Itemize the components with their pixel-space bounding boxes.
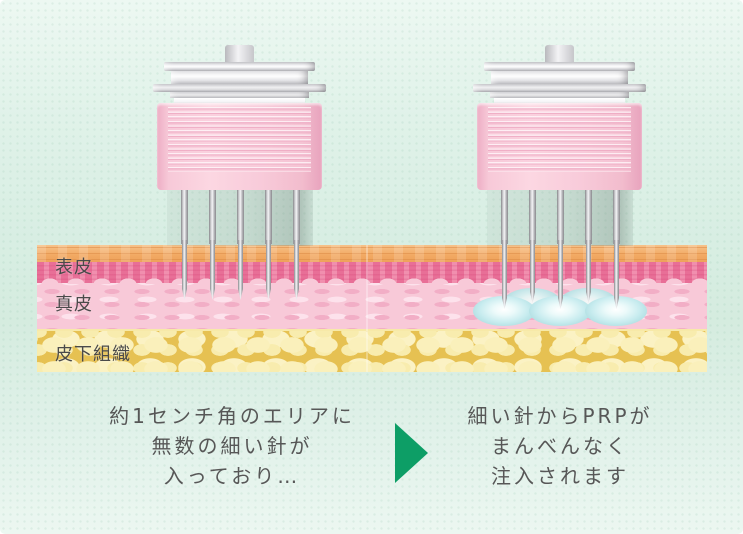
needle-tip [614, 240, 619, 309]
needle-shaft [209, 190, 216, 244]
device-top-knob [545, 45, 574, 64]
device-cap-disc [164, 62, 315, 71]
caption-left-line-1: 約1センチ角のエリアに [109, 404, 355, 428]
caption-left: 約1センチ角のエリアに 無数の細い針が 入っており… [82, 401, 382, 491]
needle-tip [182, 240, 187, 300]
device-flange [473, 84, 646, 92]
device-ring [490, 92, 629, 98]
needle-shaft [529, 190, 536, 244]
needle-shaft [181, 190, 188, 244]
needle-shaft [237, 190, 244, 244]
caption-right-line-3: 注入されます [491, 464, 629, 488]
device-neck [174, 98, 305, 104]
needle-tip [530, 240, 535, 303]
device-cartridge-body [477, 103, 642, 190]
device-flange [153, 84, 326, 92]
cartridge-ribs [488, 107, 631, 172]
needle-tip [294, 240, 299, 300]
needle-shaft [265, 190, 272, 244]
device-cap-disc [484, 62, 635, 71]
caption-right-line-2: まんべんなく [491, 434, 629, 458]
label-dermis: 真皮 [55, 294, 93, 315]
caption-right-line-1: 細い針からPRPが [467, 404, 653, 428]
needle-tip [238, 240, 243, 300]
needle-tip [558, 240, 563, 309]
needle-tip [586, 240, 591, 303]
caption-right: 細い針からPRPが まんべんなく 注入されます [410, 401, 710, 491]
microneedle-device-right [473, 45, 646, 309]
label-subcutaneous: 皮下組織 [55, 344, 131, 365]
device-cap-cylinder [171, 71, 308, 84]
microneedle-device-left [153, 45, 326, 309]
needle-tip [502, 240, 507, 309]
device-top-knob [225, 45, 254, 64]
panel-seam [366, 245, 368, 372]
cartridge-ribs [168, 107, 311, 172]
skin-surface-layer [37, 245, 707, 262]
device-ring [170, 92, 309, 98]
device-cap-cylinder [491, 71, 628, 84]
needle-shaft [293, 190, 300, 244]
needle-shaft [613, 190, 620, 244]
caption-left-line-3: 入っており… [163, 464, 301, 488]
needle-shaft [557, 190, 564, 244]
needle-shaft [501, 190, 508, 244]
needle-tip [266, 240, 271, 300]
device-neck [494, 98, 625, 104]
label-epidermis: 表皮 [55, 257, 93, 278]
device-cartridge-body [157, 103, 322, 190]
subcutaneous-layer [37, 329, 707, 372]
caption-left-line-2: 無数の細い針が [151, 434, 313, 458]
needle-shaft [585, 190, 592, 244]
needle-tip [210, 240, 215, 300]
